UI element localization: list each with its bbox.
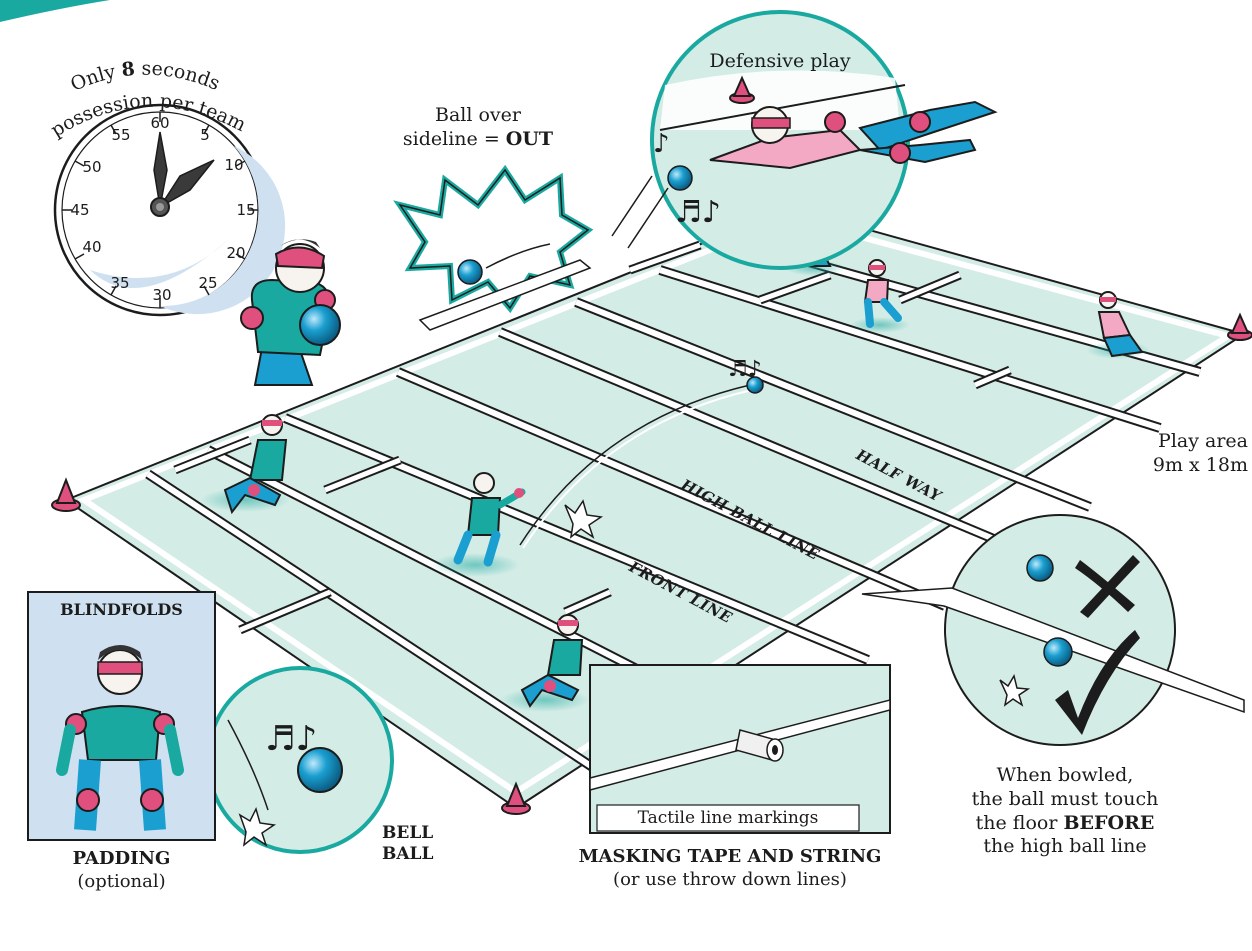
clock-45: 45 xyxy=(70,201,89,219)
clock-5: 5 xyxy=(200,126,210,144)
blindfolds-panel xyxy=(27,591,216,841)
player-front-kneeling xyxy=(500,614,590,712)
clock-60: 60 xyxy=(150,114,169,132)
player-center-throwing xyxy=(430,472,526,577)
bowled-line4: the high ball line xyxy=(983,835,1147,858)
clock-50: 50 xyxy=(82,158,101,176)
bowled-caption: When bowled, the ball must touch the flo… xyxy=(935,764,1195,859)
out-burst xyxy=(393,164,594,331)
clock-30: 30 xyxy=(152,286,171,304)
check-icon xyxy=(1055,630,1140,735)
diving-player xyxy=(709,100,998,170)
out-caption-line1: Ball over xyxy=(435,104,521,126)
thrown-ball: ♬♪ xyxy=(519,357,764,549)
cone-right xyxy=(1227,312,1252,341)
svg-text:♬♪: ♬♪ xyxy=(675,195,721,230)
player-back-3 xyxy=(1086,291,1150,359)
padding-label: PADDING (optional) xyxy=(30,848,213,893)
play-area-line1: Play area xyxy=(1158,430,1248,452)
clock-20: 20 xyxy=(226,244,245,262)
svg-text:♬♪: ♬♪ xyxy=(728,357,762,382)
clock-40: 40 xyxy=(82,238,101,256)
ball-line: BALL xyxy=(382,844,434,865)
svg-text:♪: ♪ xyxy=(653,129,670,159)
clock-25: 25 xyxy=(198,274,217,292)
play-area-label: Play area 9m x 18m xyxy=(1108,430,1248,478)
padding-line2: (optional) xyxy=(77,870,166,892)
masking-line1: MASKING TAPE AND STRING xyxy=(578,846,882,867)
corner-accent xyxy=(0,0,110,22)
clock-35: 35 xyxy=(110,274,129,292)
bell-ball-label: BELL BALL xyxy=(382,823,442,866)
masking-caption: MASKING TAPE AND STRING (or use throw do… xyxy=(520,846,940,891)
out-caption: Ball over sideline = OUT xyxy=(378,104,578,152)
player-holding-ball xyxy=(240,239,341,386)
bell-ball-inset: ♬♪ xyxy=(206,666,394,854)
ball-rule-inset xyxy=(861,514,1245,746)
tactile-label: Tactile line markings xyxy=(637,808,819,828)
cone-defensive xyxy=(729,75,755,104)
padding-line1: PADDING xyxy=(72,848,171,869)
masking-line2: (or use throw down lines) xyxy=(613,868,847,890)
defensive-play-label: Defensive play xyxy=(709,50,851,72)
cone-bottom xyxy=(501,781,531,815)
defensive-play-inset: ♬♪ ♪ xyxy=(650,10,998,270)
clock-55: 55 xyxy=(111,126,130,144)
out-caption-line2: sideline = OUT xyxy=(402,127,554,150)
blindfolds-label: BLINDFOLDS xyxy=(60,600,183,619)
bowled-line2: the ball must touch xyxy=(971,787,1159,810)
clock-15: 15 xyxy=(236,201,255,219)
tape-inset xyxy=(589,664,891,834)
tape-roll-icon xyxy=(735,729,784,762)
possession-timer: 60 5 10 15 20 25 30 35 40 45 50 55 xyxy=(53,103,286,317)
play-area-line2: 9m x 18m xyxy=(1152,453,1248,476)
player-left-crouching xyxy=(200,414,290,515)
player-back-2 xyxy=(850,259,910,333)
bowled-line1: When bowled, xyxy=(996,764,1134,786)
bowled-line3: the floor BEFORE xyxy=(975,811,1155,834)
cone-left xyxy=(51,477,81,512)
clock-10: 10 xyxy=(224,156,243,174)
bell-line: BELL xyxy=(382,823,434,843)
